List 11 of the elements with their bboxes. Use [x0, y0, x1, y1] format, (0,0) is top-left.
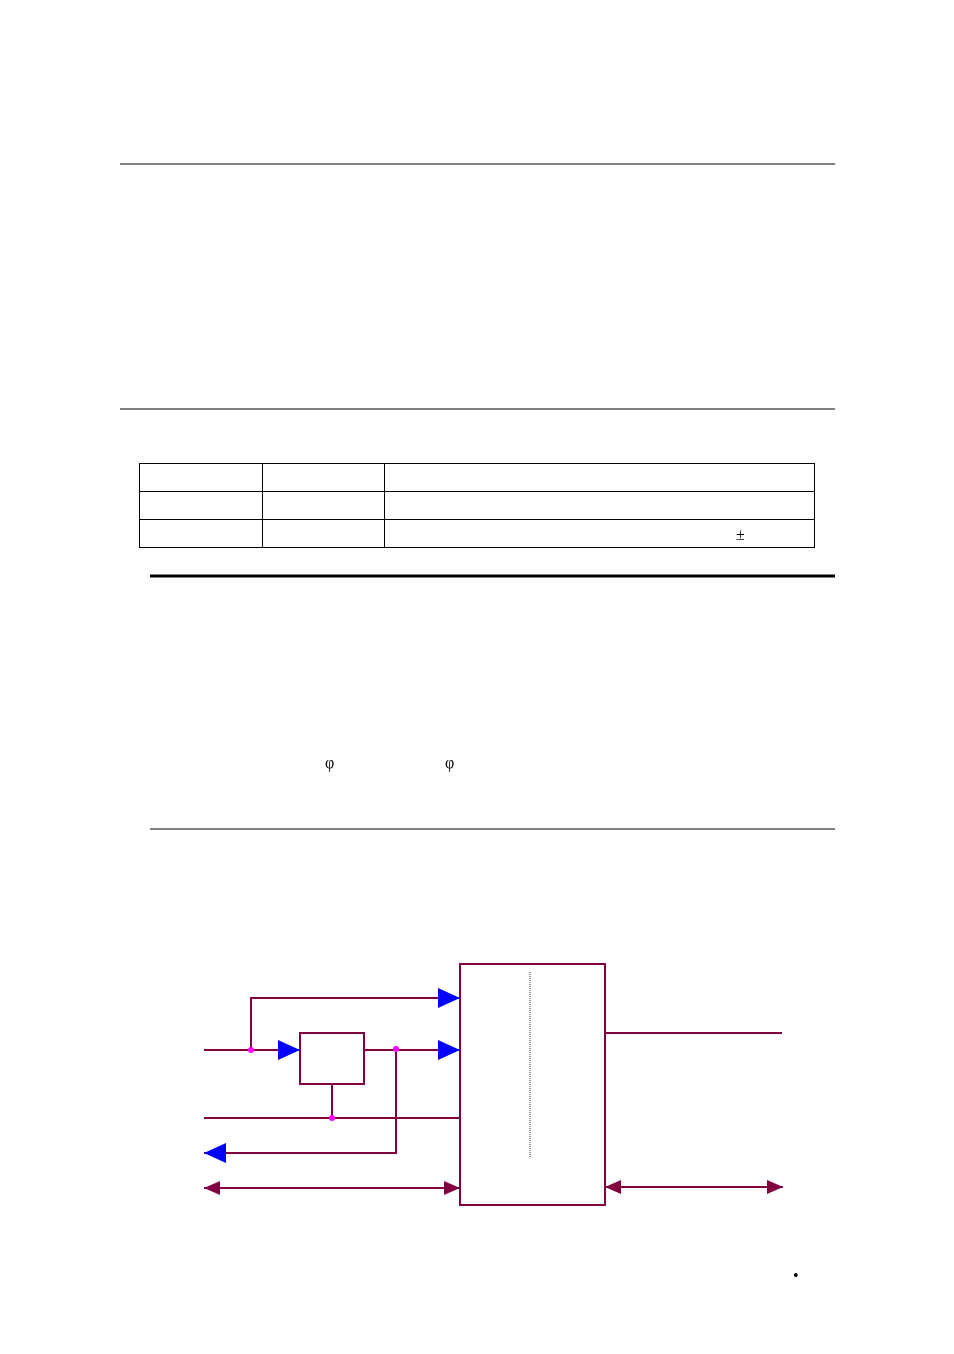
phi-symbol: φ — [445, 755, 455, 771]
block-box — [299, 1032, 365, 1085]
arrow — [203, 1181, 461, 1195]
connector-line — [331, 1083, 461, 1119]
phi-symbol: φ — [325, 755, 335, 771]
connector-line — [604, 1032, 783, 1034]
arrow — [604, 1180, 784, 1194]
bullet: • — [793, 1268, 799, 1284]
plus-minus-sign: ± — [736, 527, 745, 543]
arrow — [203, 1049, 397, 1163]
block-box — [459, 963, 606, 1206]
